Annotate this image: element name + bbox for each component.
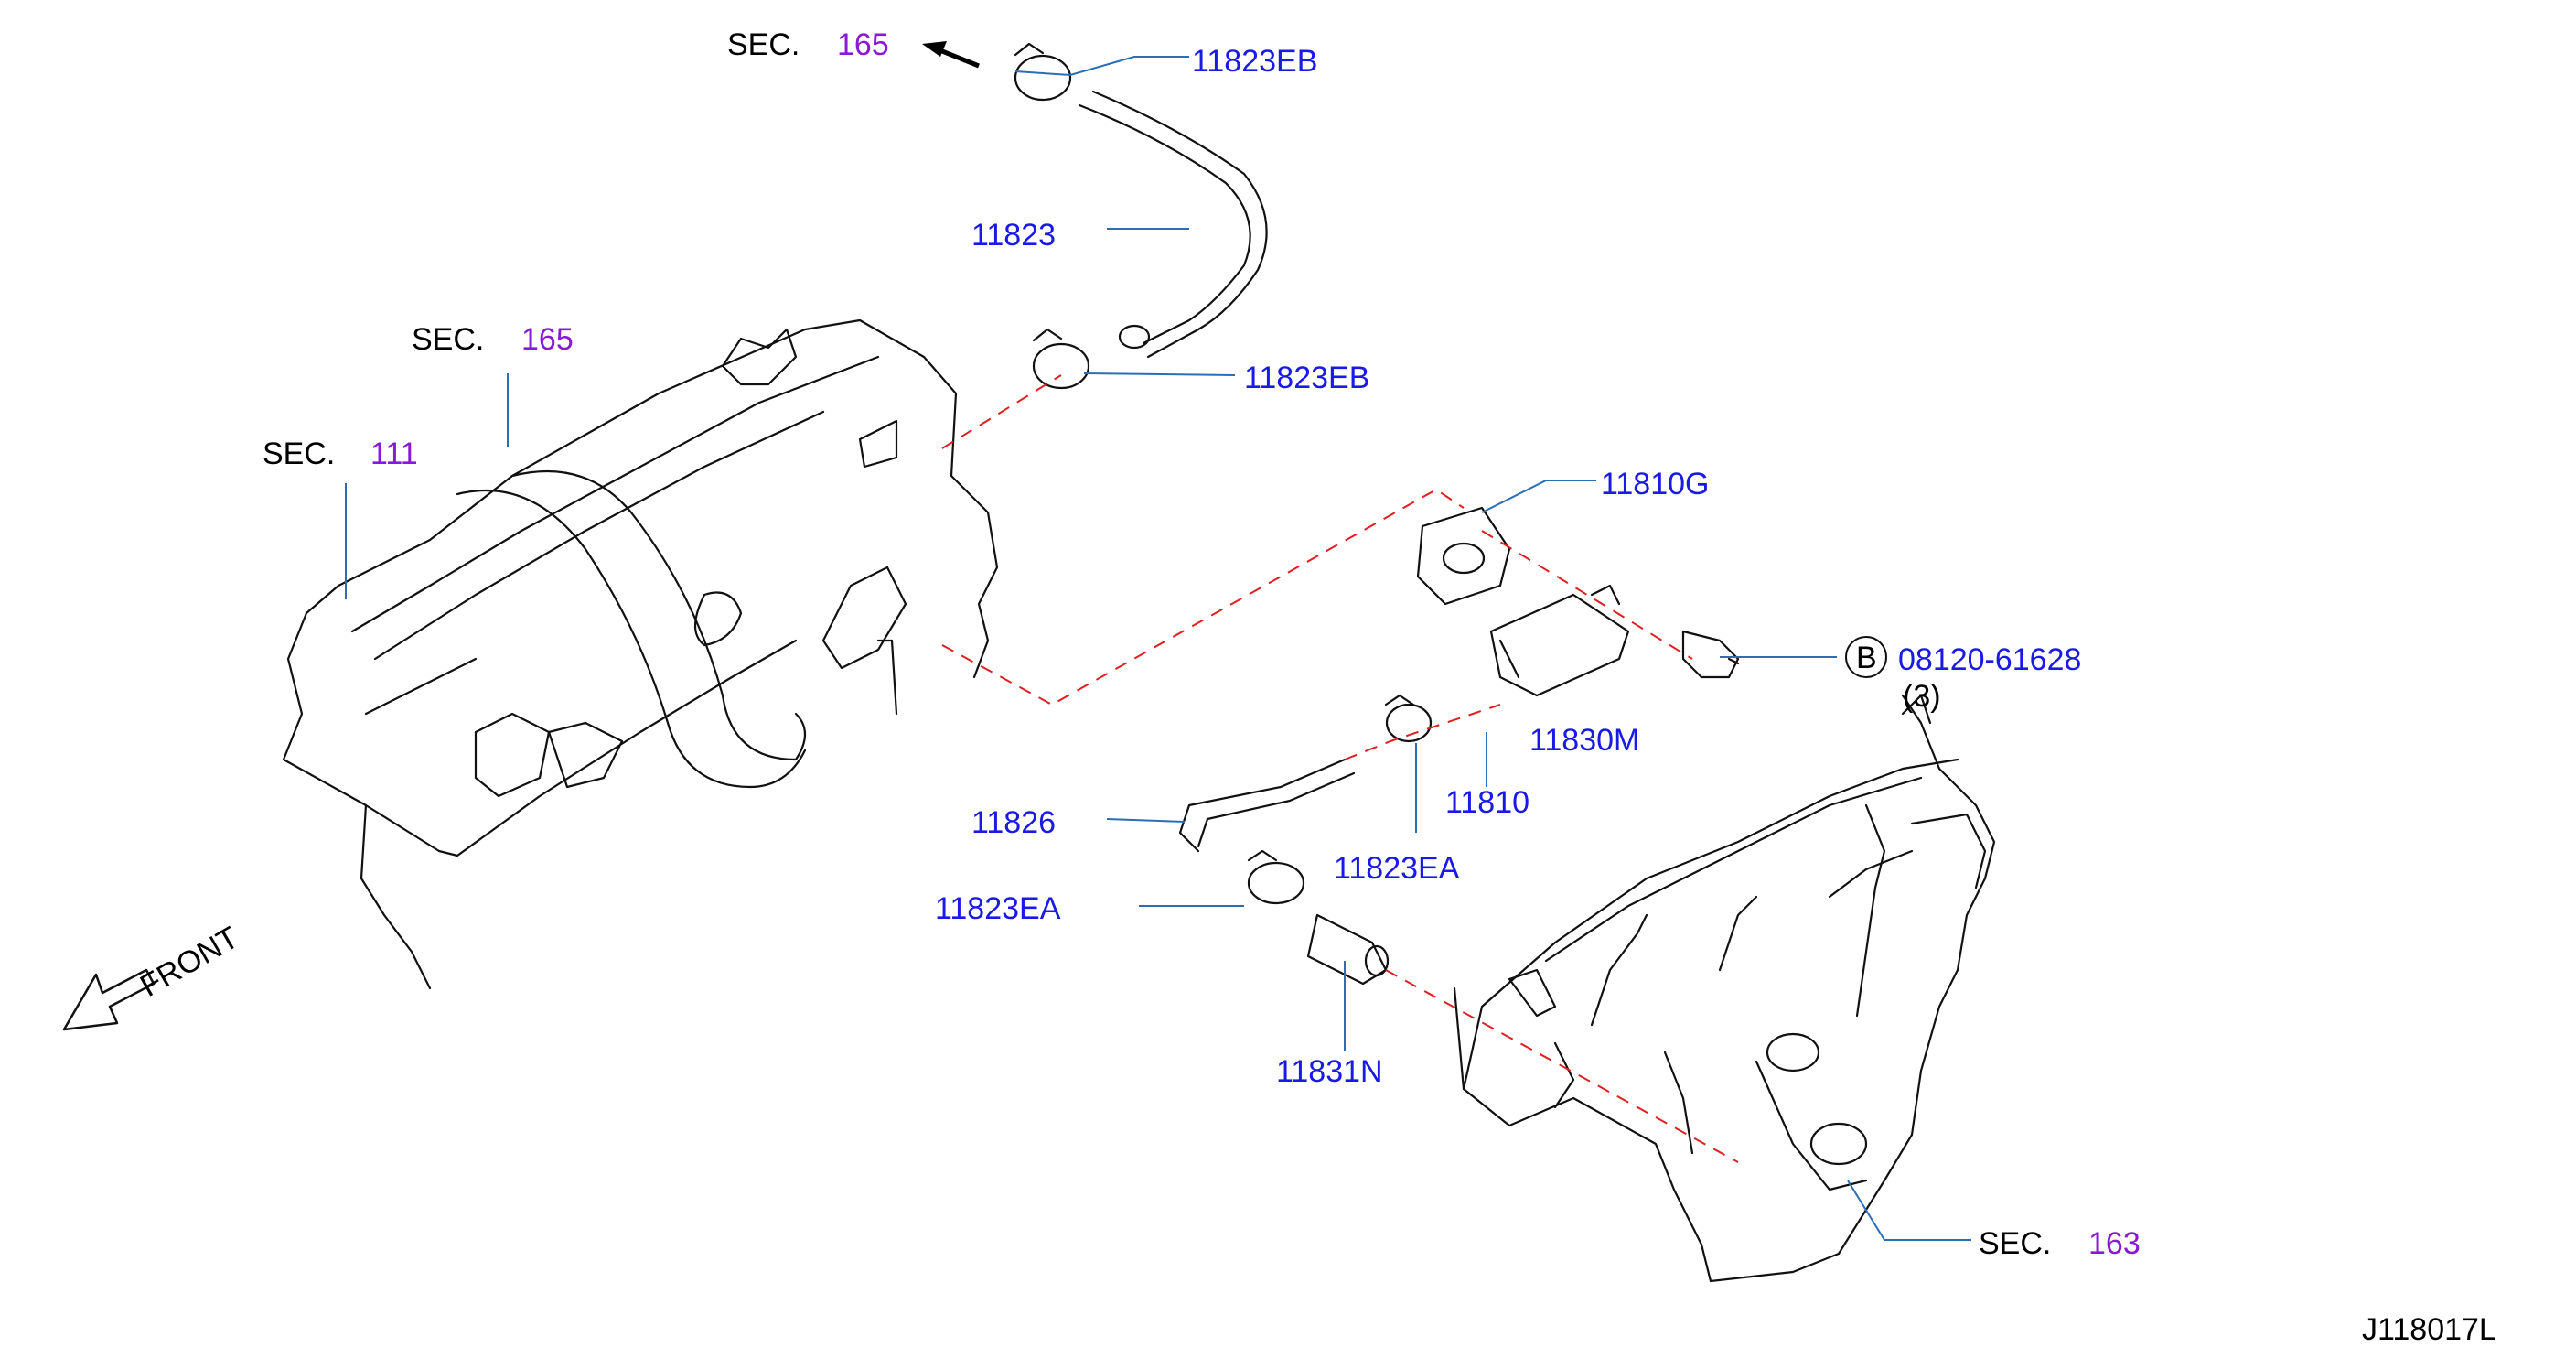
engine-head-drawing bbox=[282, 318, 999, 990]
arrow-icon bbox=[922, 41, 980, 69]
callout-sec-111[interactable]: SEC. 111 bbox=[263, 436, 418, 471]
diagram-code-label: J118017L bbox=[2362, 1312, 2496, 1347]
front-arrow-icon bbox=[62, 968, 156, 1031]
part-11810-label[interactable]: 11810 bbox=[1445, 785, 1530, 820]
breather-hose-drawing bbox=[1014, 42, 1268, 390]
callout-sec-165-top[interactable]: SEC. 165 bbox=[727, 27, 889, 62]
callout-sec-165-mid[interactable]: SEC. 165 bbox=[412, 322, 574, 357]
bolt-callout-letter: B bbox=[1856, 641, 1877, 675]
part-11823EB-top-label[interactable]: 11823EB bbox=[1192, 44, 1317, 79]
alignment-lines bbox=[941, 374, 1739, 1163]
part-11823EA-left-label[interactable]: 11823EA bbox=[935, 891, 1061, 926]
part-08120-61628-label[interactable]: 08120-61628 bbox=[1898, 642, 2081, 677]
part-11823EA-right-label[interactable]: 11823EA bbox=[1334, 851, 1460, 886]
part-11823EB-bottom-label[interactable]: 11823EB bbox=[1244, 361, 1369, 395]
front-direction-label: FRONT bbox=[134, 920, 244, 1003]
sec-number[interactable]: 165 bbox=[837, 27, 889, 62]
sec-prefix: SEC. bbox=[263, 436, 335, 471]
part-11823-label[interactable]: 11823 bbox=[971, 218, 1056, 253]
sec-number[interactable]: 111 bbox=[370, 436, 418, 471]
bolt-callout-circle bbox=[1845, 636, 1887, 678]
sec-number[interactable]: 163 bbox=[2088, 1226, 2141, 1261]
part-11830M-label[interactable]: 11830M bbox=[1530, 723, 1639, 758]
pcv-assembly-drawing bbox=[1384, 506, 1740, 743]
part-11826-label[interactable]: 11826 bbox=[971, 805, 1056, 840]
pcv-hose-drawing bbox=[1178, 758, 1390, 986]
sec-prefix: SEC. bbox=[727, 27, 800, 62]
sec-number[interactable]: 165 bbox=[521, 322, 574, 357]
intake-manifold-drawing bbox=[1453, 694, 1996, 1283]
part-11831N-label[interactable]: 11831N bbox=[1276, 1054, 1383, 1089]
bolt-quantity-label: (3) bbox=[1903, 679, 1941, 714]
part-11810G-label[interactable]: 11810G bbox=[1601, 467, 1709, 501]
leader-lines bbox=[345, 56, 1971, 1241]
callout-sec-163[interactable]: SEC. 163 bbox=[1979, 1226, 2141, 1261]
sec-prefix: SEC. bbox=[1979, 1226, 2051, 1261]
sec-prefix: SEC. bbox=[412, 322, 484, 357]
